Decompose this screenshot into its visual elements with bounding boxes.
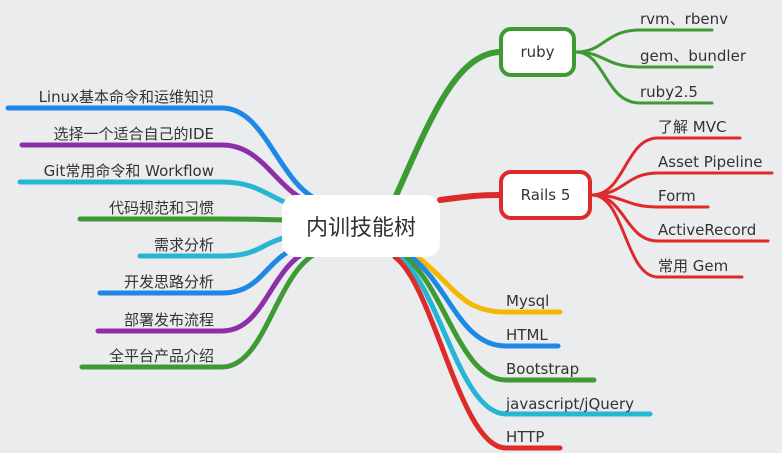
right-topic[interactable]: javascript/jQuery	[506, 395, 635, 413]
left-topic[interactable]: 需求分析	[153, 236, 214, 254]
topic-rails-label: Rails 5	[520, 186, 571, 204]
right-topic[interactable]: HTML	[506, 326, 548, 344]
topic-ruby[interactable]: ruby	[499, 27, 576, 77]
rails-child[interactable]: ActiveRecord	[658, 221, 757, 239]
branch-ruby-child	[574, 50, 714, 105]
branch-left-topic	[95, 247, 313, 334]
right-topic[interactable]: Mysql	[506, 292, 550, 310]
left-topic[interactable]: 全平台产品介绍	[108, 347, 214, 365]
center-topic-label: 内训技能树	[305, 216, 416, 241]
center-topic[interactable]: 内训技能树	[282, 195, 440, 257]
ruby-child[interactable]: gem、bundler	[640, 47, 746, 65]
ruby-child[interactable]: ruby2.5	[640, 83, 698, 101]
rails-child[interactable]: 了解 MVC	[658, 118, 727, 136]
rails-child[interactable]: 常用 Gem	[658, 257, 729, 275]
branch-right-topic	[412, 252, 563, 315]
ruby-child[interactable]: rvm、rbenv	[640, 10, 728, 28]
branch-right-topic	[397, 255, 653, 417]
left-topic[interactable]: 部署发布流程	[123, 311, 214, 329]
topic-ruby-label: ruby	[520, 43, 555, 61]
left-topic[interactable]: 代码规范和习惯	[108, 199, 214, 217]
branch-right-topic	[407, 253, 561, 349]
rails-child[interactable]: Form	[658, 187, 696, 205]
left-topic[interactable]: Git常用命令和 Workflow	[43, 162, 214, 180]
branch-left-topic	[77, 216, 303, 223]
left-topic[interactable]: 开发思路分析	[123, 273, 214, 291]
branch-left-topic	[5, 105, 321, 203]
branch-left-topic	[79, 251, 318, 370]
topic-rails[interactable]: Rails 5	[499, 170, 592, 220]
branch-right-topic	[402, 254, 597, 383]
left-topic[interactable]: 选择一个适合自己的IDE	[53, 125, 214, 143]
left-topic[interactable]: Linux基本命令和运维知识	[38, 88, 214, 106]
branch-rails	[437, 192, 502, 203]
right-topic[interactable]: HTTP	[506, 428, 545, 446]
branch-rails-child	[590, 136, 742, 197]
right-topic[interactable]: Bootstrap	[506, 360, 580, 378]
branch-right-topic	[392, 254, 563, 451]
rails-child[interactable]: Asset Pipeline	[658, 153, 763, 171]
branch-rails-child	[590, 193, 744, 279]
branch-ruby	[392, 49, 502, 201]
